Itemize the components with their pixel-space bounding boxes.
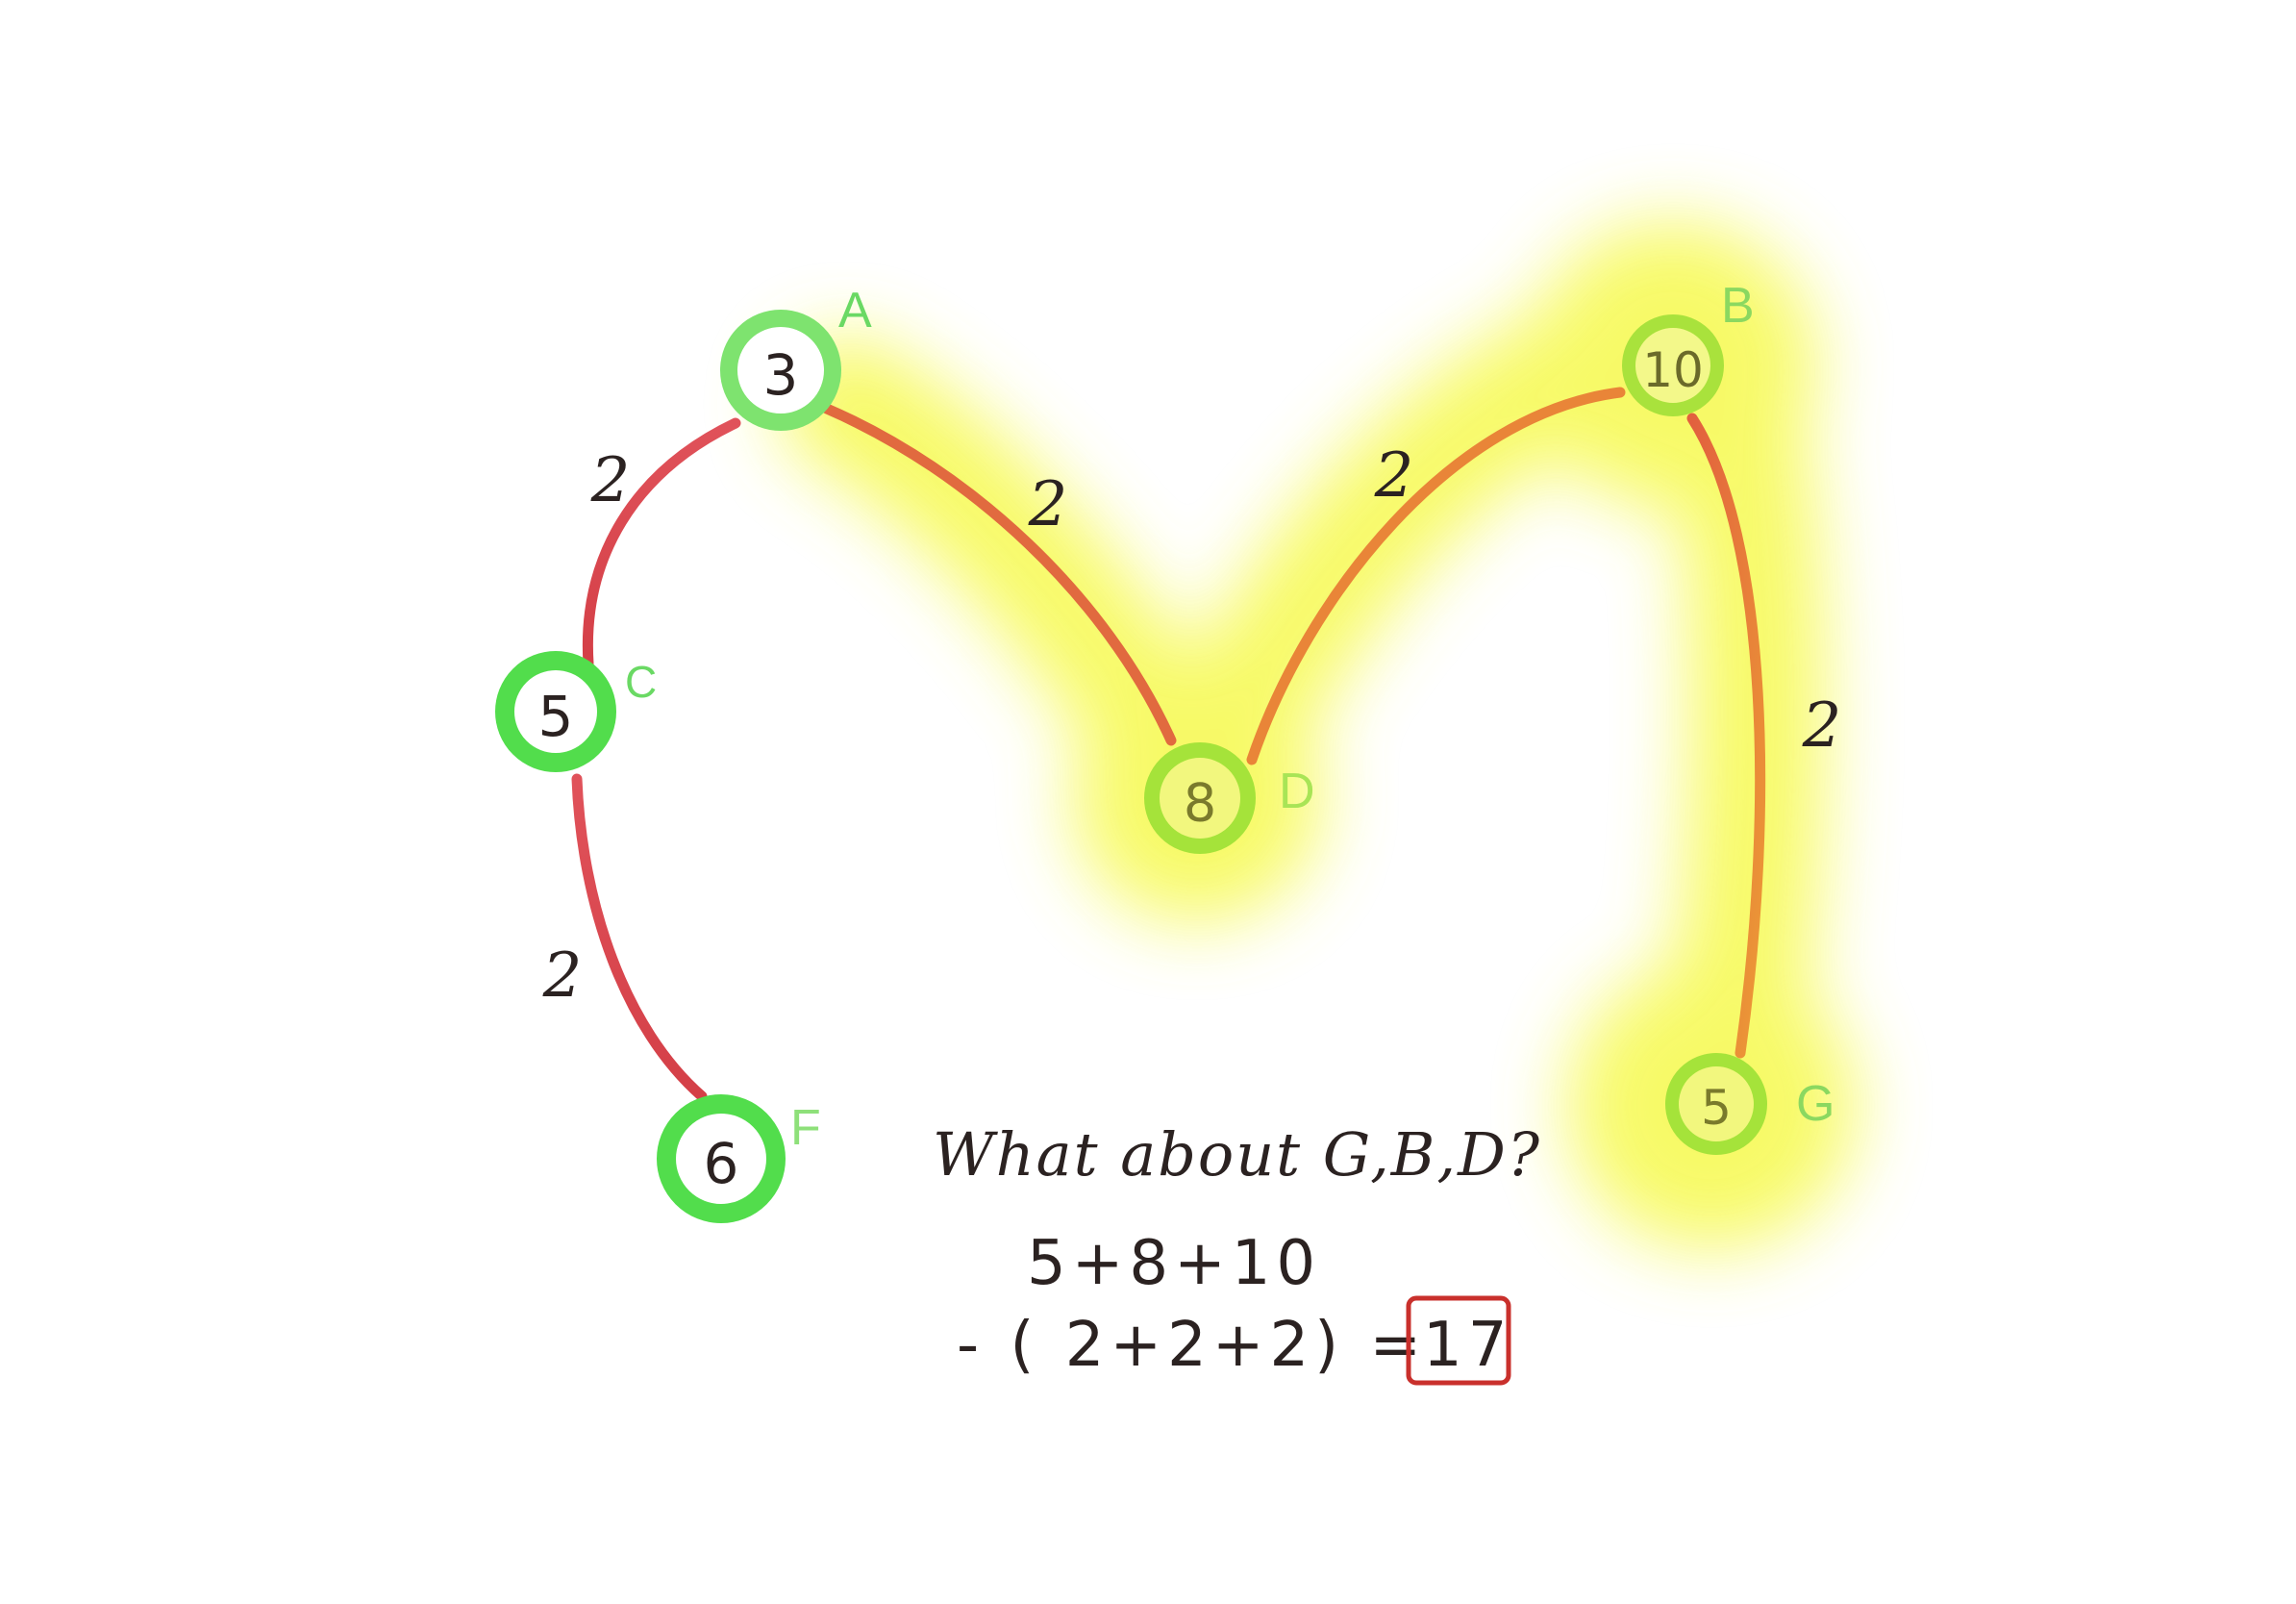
node-a: 3 A <box>720 283 872 431</box>
node-b-letter: B <box>1721 278 1755 334</box>
edge-d-b <box>1246 387 1626 765</box>
edge-weight-c-f: 2 <box>542 940 583 1012</box>
edge-b-g <box>1686 413 1766 1059</box>
node-b: 10 B <box>1622 278 1755 416</box>
node-g-ring <box>1665 1053 1767 1155</box>
edges <box>571 387 1766 1102</box>
edge-weights: 2 2 2 2 2 <box>542 440 1842 1012</box>
node-c-letter: C <box>625 657 657 707</box>
answer-value: 17 <box>1423 1310 1512 1381</box>
node-b-ring <box>1622 314 1724 416</box>
node-a-value: 3 <box>763 342 799 408</box>
node-g-value: 5 <box>1701 1080 1732 1136</box>
node-c: 5 C <box>495 651 657 772</box>
answer-box <box>1406 1295 1511 1386</box>
calc-line-2: - ( 2+2+2) = <box>957 1310 1427 1381</box>
question-text: What about G,B,D? <box>933 1119 1541 1190</box>
node-c-value: 5 <box>538 684 574 749</box>
edge-weight-a-c: 2 <box>590 445 631 516</box>
node-b-value: 10 <box>1642 342 1704 398</box>
node-a-letter: A <box>838 283 872 338</box>
calc-line-1: 5+8+10 <box>1027 1228 1321 1299</box>
node-a-ring <box>720 310 841 431</box>
edge-a-d <box>821 403 1177 746</box>
node-g: 5 G <box>1665 1053 1834 1155</box>
node-f-ring <box>657 1094 786 1223</box>
annotation: What about G,B,D? 5+8+10 - ( 2+2+2) = 17 <box>933 1119 1541 1386</box>
node-g-letter: G <box>1796 1076 1834 1132</box>
edge-weight-b-g: 2 <box>1802 690 1842 762</box>
node-f-letter: F <box>790 1100 821 1156</box>
node-c-ring <box>495 651 616 772</box>
node-d-value: 8 <box>1184 773 1216 834</box>
node-f: 6 F <box>657 1094 821 1223</box>
node-d: 8 D <box>1144 742 1315 854</box>
node-d-ring <box>1144 742 1256 854</box>
node-f-value: 6 <box>704 1131 739 1196</box>
edge-a-c <box>582 417 741 669</box>
edge-c-f <box>571 773 708 1102</box>
edge-weight-d-b: 2 <box>1374 440 1414 512</box>
edge-weight-a-d: 2 <box>1028 469 1068 540</box>
node-d-letter: D <box>1279 764 1315 819</box>
